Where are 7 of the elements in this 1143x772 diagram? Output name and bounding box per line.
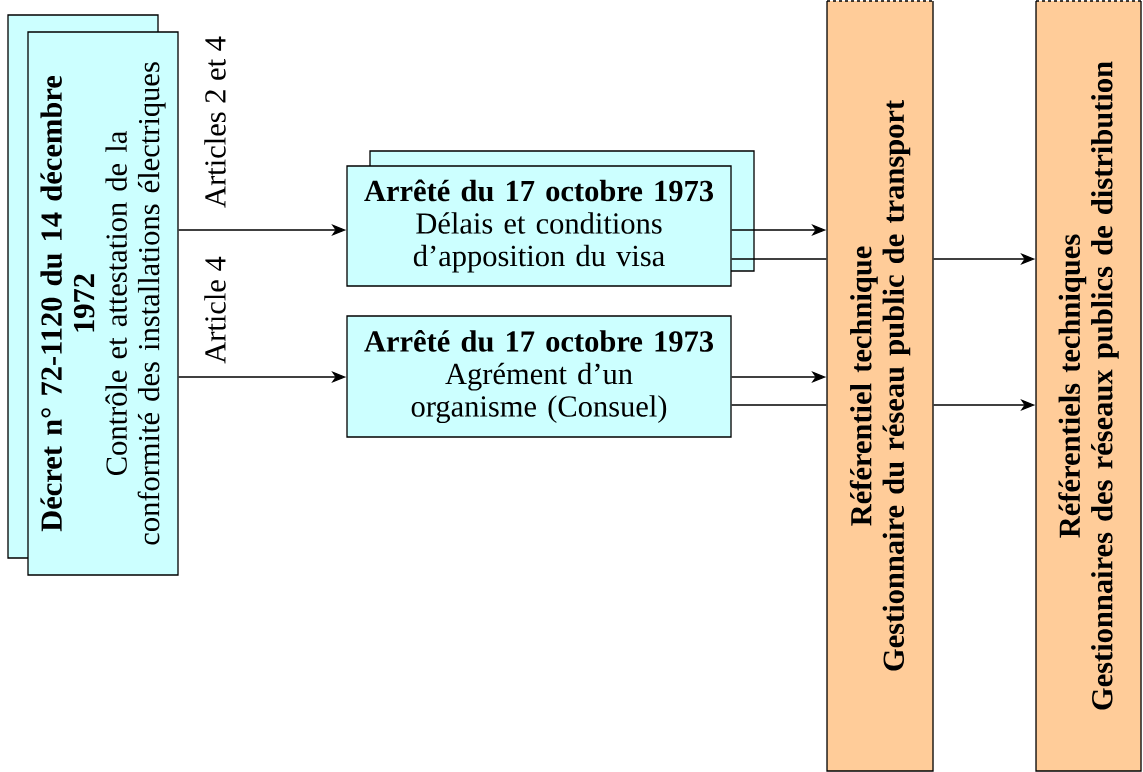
- column-box: Référentiels techniques Gestionnaires des réseaux publics de distribution: [1035, 0, 1142, 772]
- edge-label: Articles 2 et 4: [202, 34, 228, 210]
- stacked-box: Décret n° 72-1120 du 14 décembre 1972 Contrôle et attestation de la conformité des installations électriques: [7, 14, 179, 576]
- edge-label: Article 4: [202, 254, 228, 366]
- process-box: Arrêté du 17 octobre 1973 Agrément d’un organisme (Consuel): [346, 315, 732, 438]
- stacked-box: Arrêté du 17 octobre 1973 Délais et conditions d’apposition du visa: [346, 150, 755, 287]
- column-box: Référentiel technique Gestionnaire du réseau public de transport: [826, 0, 934, 772]
